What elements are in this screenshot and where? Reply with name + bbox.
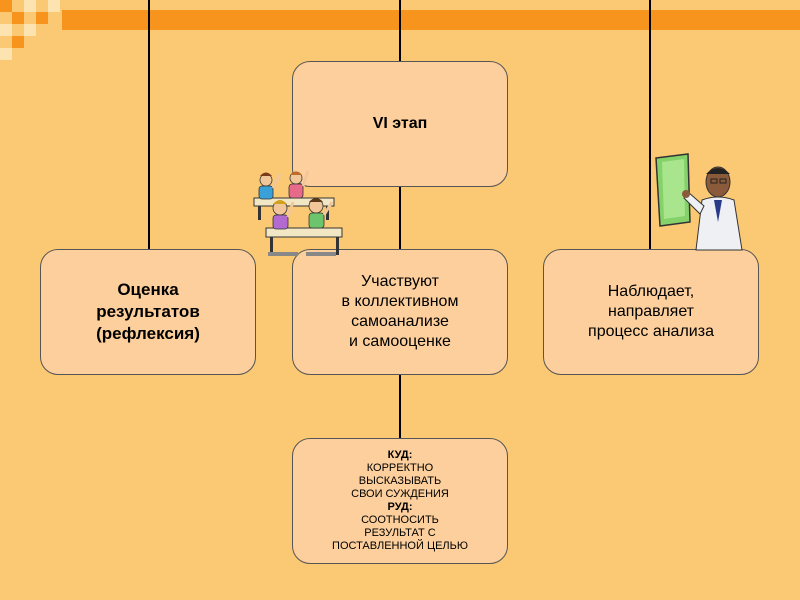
students-at-desks-icon bbox=[246, 166, 346, 262]
evaluation-text: Оценка результатов (рефлексия) bbox=[96, 279, 200, 345]
header-band bbox=[62, 10, 800, 30]
students-activity-text: Участвуют в коллективном самоанализе и с… bbox=[342, 272, 459, 352]
students-activity-box: Участвуют в коллективном самоанализе и с… bbox=[292, 249, 508, 375]
stage-title: VI этап bbox=[373, 115, 428, 133]
teacher-with-board-icon bbox=[652, 152, 748, 252]
kud-text: КОРРЕКТНО ВЫСКАЗЫВАТЬ СВОИ СУЖДЕНИЯ bbox=[351, 462, 449, 501]
learning-outcomes-box: КУД: КОРРЕКТНО ВЫСКАЗЫВАТЬ СВОИ СУЖДЕНИЯ… bbox=[292, 438, 508, 564]
rud-text: СООТНОСИТЬ РЕЗУЛЬТАТ С ПОСТАВЛЕННОЙ ЦЕЛЬ… bbox=[332, 514, 468, 553]
rud-heading: РУД: bbox=[388, 501, 413, 514]
connector-line bbox=[649, 0, 651, 252]
connector-line bbox=[399, 375, 401, 439]
teacher-activity-box: Наблюдает, направляет процесс анализа bbox=[543, 249, 759, 375]
teacher-activity-text: Наблюдает, направляет процесс анализа bbox=[588, 282, 714, 342]
connector-line bbox=[399, 186, 401, 250]
connector-line bbox=[148, 0, 150, 252]
evaluation-box: Оценка результатов (рефлексия) bbox=[40, 249, 256, 375]
connector-line bbox=[399, 0, 401, 62]
kud-heading: КУД: bbox=[388, 449, 413, 462]
